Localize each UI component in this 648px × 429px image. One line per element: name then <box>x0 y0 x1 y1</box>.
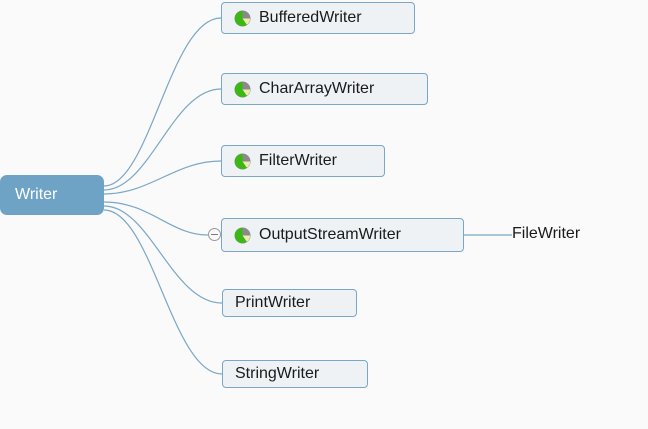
pie-chart-icon <box>234 153 251 169</box>
minus-circle-icon[interactable] <box>208 228 221 241</box>
node-filterwriter[interactable]: FilterWriter <box>221 145 385 177</box>
node-bufferedwriter[interactable]: BufferedWriter <box>221 2 415 34</box>
pie-chart-icon <box>234 227 251 243</box>
node-label: BufferedWriter <box>259 9 362 26</box>
connector-root-outputstreamwriter <box>103 201 209 236</box>
connector-root-stringwriter <box>103 209 223 375</box>
node-label: CharArrayWriter <box>259 80 375 97</box>
node-filewriter[interactable]: FileWriter <box>512 222 594 246</box>
node-root-label: Writer <box>15 186 58 203</box>
node-label: PrintWriter <box>235 294 311 311</box>
node-stringwriter[interactable]: StringWriter <box>222 360 368 388</box>
node-label: FileWriter <box>512 225 581 242</box>
connector-root-filterwriter <box>103 160 222 195</box>
node-label: OutputStreamWriter <box>259 226 401 243</box>
node-printwriter[interactable]: PrintWriter <box>222 289 357 317</box>
pie-chart-icon <box>234 10 251 26</box>
node-label: FilterWriter <box>259 152 337 169</box>
connector-root-chararraywriter <box>103 88 222 191</box>
node-root-writer[interactable]: Writer <box>0 175 104 215</box>
node-label: StringWriter <box>235 365 320 382</box>
pie-chart-icon <box>234 81 251 97</box>
connector-root-bufferedwriter <box>103 17 222 187</box>
node-outputstreamwriter[interactable]: OutputStreamWriter <box>221 218 464 252</box>
node-chararraywriter[interactable]: CharArrayWriter <box>221 73 428 105</box>
connector-root-printwriter <box>103 205 223 304</box>
